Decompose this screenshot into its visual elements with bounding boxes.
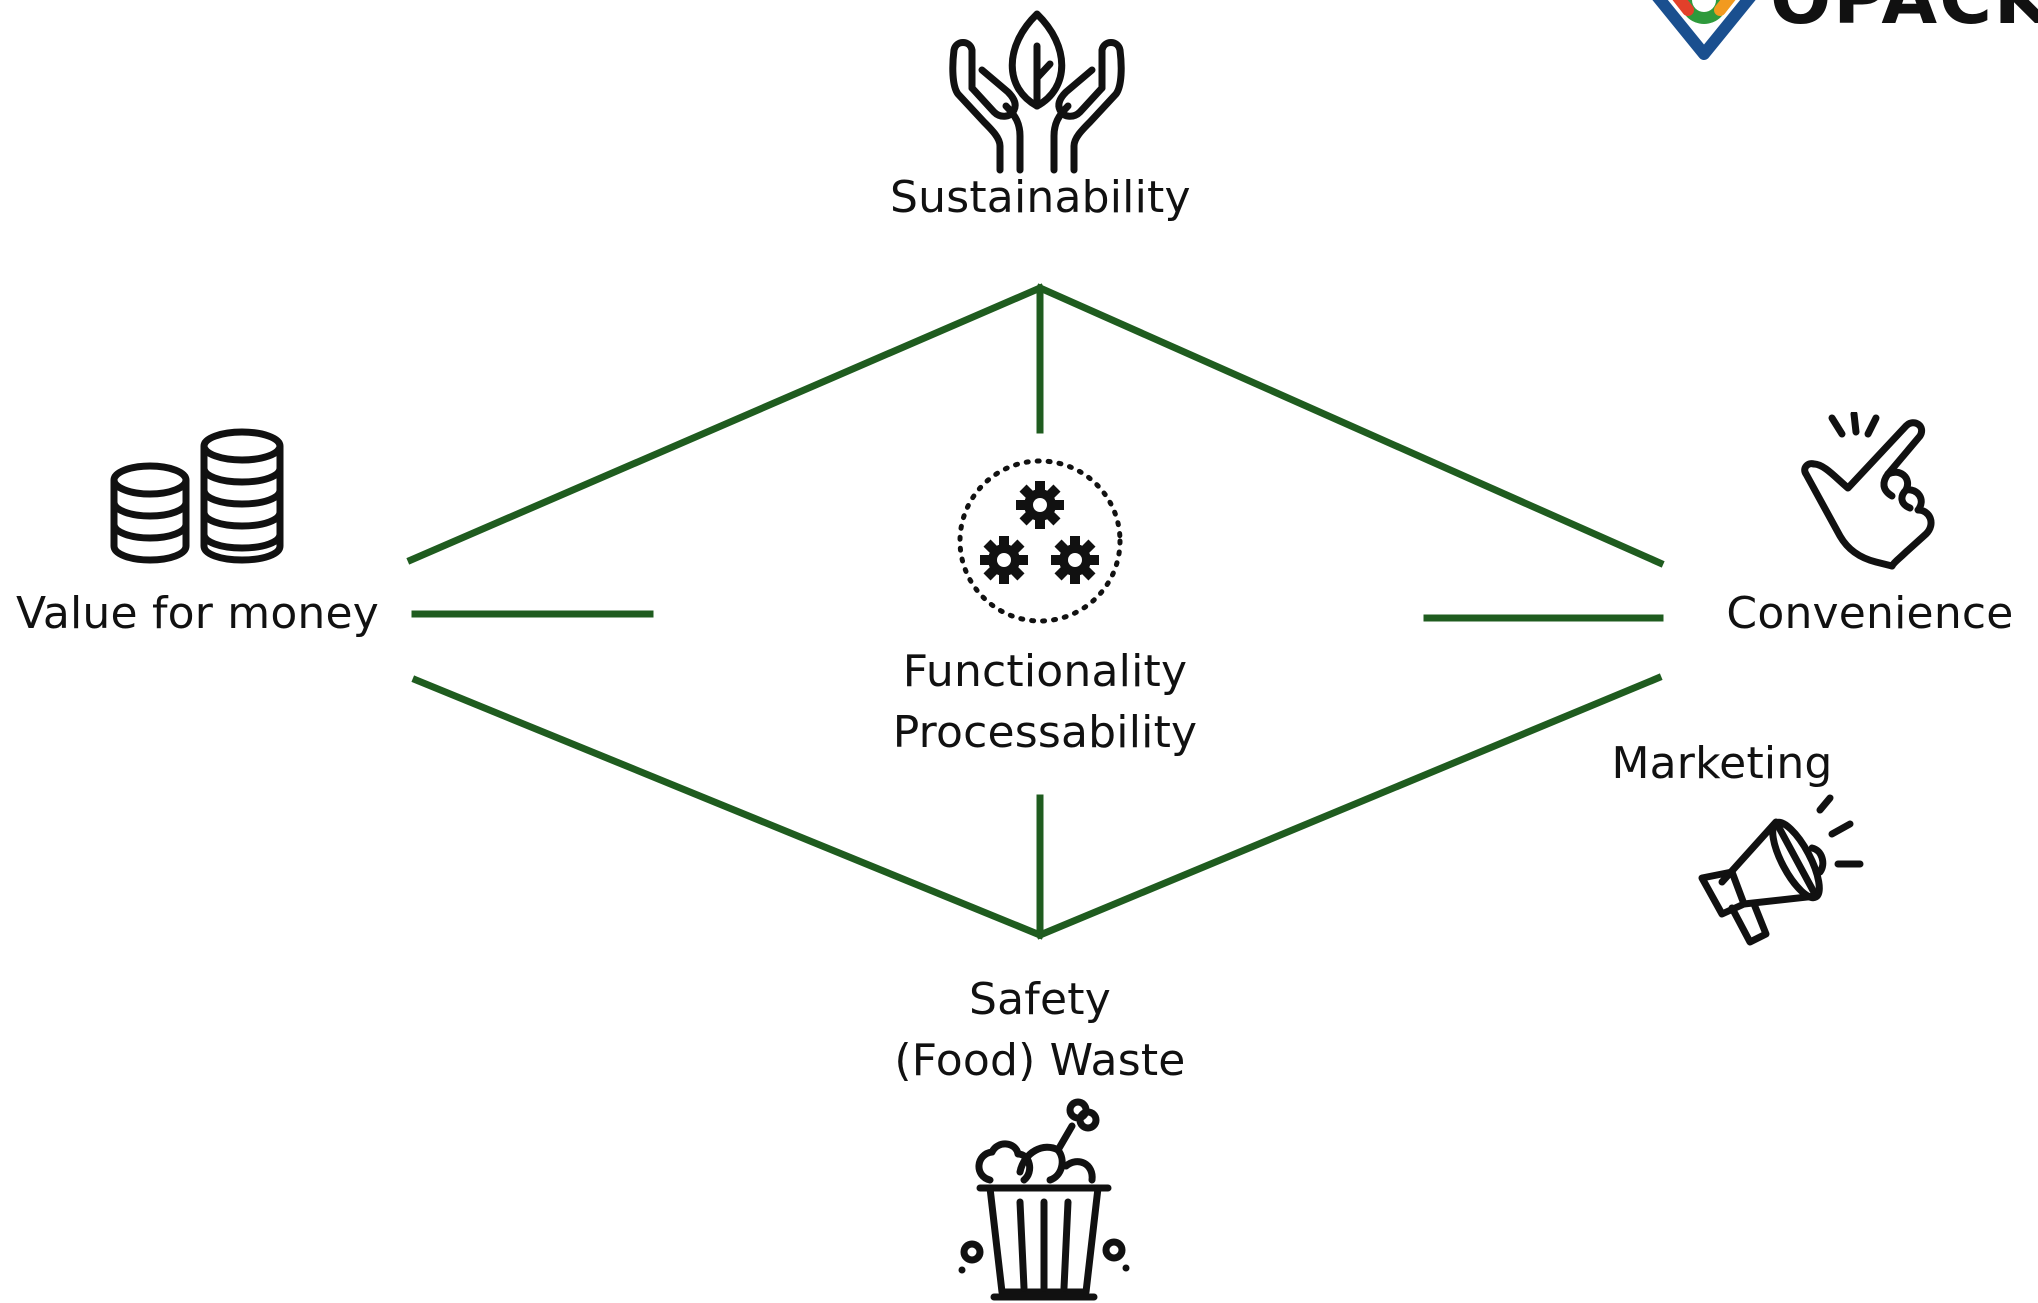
sustainability-label: Sustainability (890, 172, 1191, 223)
marketing-label: Marketing (1611, 738, 1833, 789)
hands-leaf-icon (949, 10, 1125, 174)
functionality-label: Functionality (902, 646, 1188, 697)
bottom-label: Safety (Food) Waste (860, 970, 1220, 1091)
food-waste-bin-icon (958, 1098, 1130, 1301)
edge-bottom-right (1035, 673, 1663, 940)
edge-top-right (1035, 283, 1665, 568)
pointing-hand-icon (1801, 412, 1935, 570)
opack-logo: OPACK (1648, 0, 2038, 60)
logo-text: OPACK (1770, 0, 2038, 40)
food-waste-label: (Food) Waste (894, 1034, 1186, 1086)
edge-bottom-left (411, 675, 1045, 940)
gears-icon (957, 458, 1123, 624)
edge-top-left (406, 283, 1045, 565)
coins-icon (110, 428, 284, 564)
center-label: Functionality Processability (860, 642, 1230, 763)
convenience-label: Convenience (1726, 588, 2014, 639)
logo-mark-icon (1652, 0, 1756, 60)
megaphone-icon (1698, 794, 1864, 946)
safety-label: Safety (969, 974, 1111, 1025)
processability-label: Processability (892, 706, 1198, 758)
value-for-money-label: Value for money (15, 588, 380, 639)
